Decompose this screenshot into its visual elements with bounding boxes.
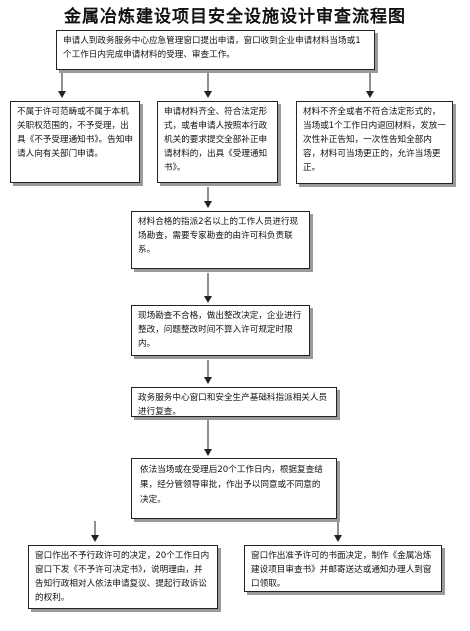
step-inspect: 材料合格的指派2名以上的工作人员进行现场勘查，需要专家勘查的由许可科负责联系。: [131, 211, 310, 269]
step-apply: 申请人到政务服务中心应急管理窗口提出申请，窗口收到企业申请材料当场或1个工作日内…: [56, 30, 375, 70]
step-deny: 窗口作出不予行政许可的决定，20个工作日内窗口下发《不予许可决定书》，说明理由，…: [28, 545, 218, 609]
step-review: 政务服务中心窗口和安全生产基础科指派相关人员进行复查。: [131, 387, 337, 417]
step-approve: 窗口作出准予许可的书面决定，制作《金属冶炼建设项目审查书》并邮寄送达或通知办理人…: [244, 545, 442, 592]
step-decide: 依法当场或在受理后20个工作日内，根据复查结果，经分管领导审批，作出予以同意或不…: [131, 458, 337, 519]
page-title: 金属冶炼建设项目安全设施设计审查流程图: [64, 7, 406, 27]
step-accept: 申请材料齐全、符合法定形式，或者申请人按照本行政机关的要求提交全部补正申请材料的…: [157, 101, 278, 183]
step-rectify: 现场勘查不合格，做出整改决定，企业进行整改，问题整改时间不算入许可规定时限内。: [131, 305, 310, 356]
step-correct: 材料不齐全或者不符合法定形式的，当场或1个工作日内退回材料，发放一次性补正告知，…: [296, 101, 453, 184]
step-reject: 不属于许可范畴或不属于本机关职权范围的，不予受理，出具《不予受理通知书》。告知申…: [10, 101, 140, 183]
